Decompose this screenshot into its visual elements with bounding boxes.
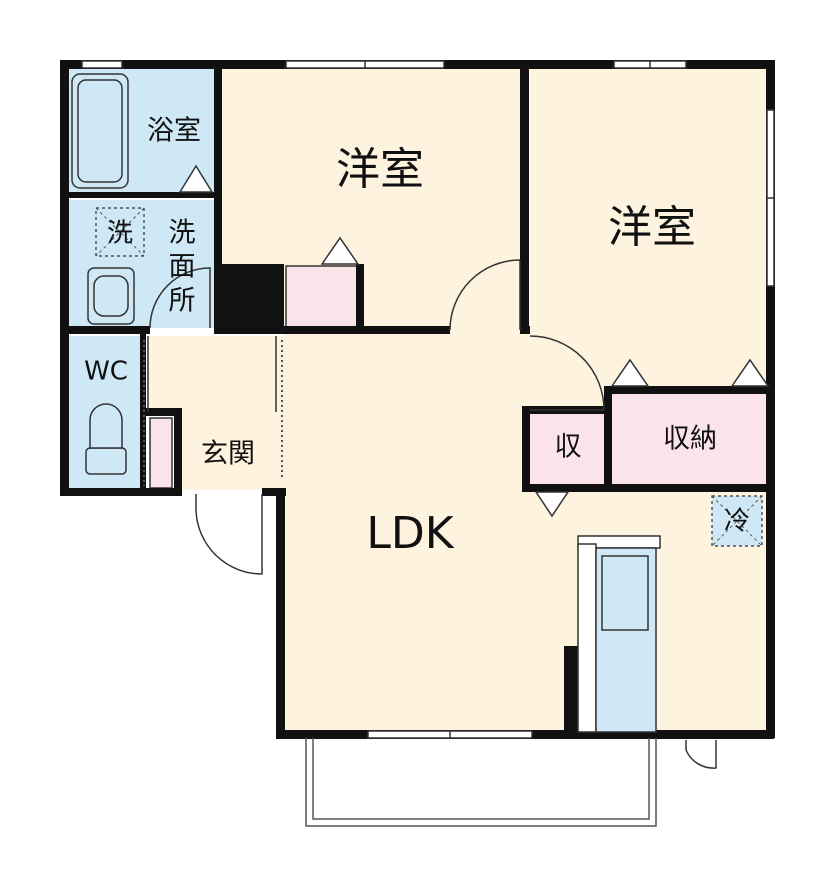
wall-entrance-top — [146, 408, 182, 416]
room-labels: 浴室 洗 洗 面 所 WC 玄関 洋室 洋室 収 収納 LDK 冷 — [84, 116, 750, 560]
wall-storage-bottom — [522, 484, 774, 492]
fridge-space-label: 冷 — [724, 507, 750, 537]
entrance-label: 玄関 — [201, 439, 255, 470]
washroom-label-line-2: 面 — [169, 252, 196, 283]
kitchen-cabinet — [577, 543, 597, 733]
entrance-floor — [178, 412, 282, 490]
washroom-label-line-1: 洗 — [169, 218, 196, 249]
wall-bottom-entrance — [60, 488, 178, 496]
closet-label: 収納 — [663, 424, 717, 455]
western-room-2-label: 洋室 — [608, 202, 696, 253]
wall-bottom-entrance-2 — [262, 488, 286, 496]
western-room-1-label: 洋室 — [336, 144, 424, 195]
wall-closet-room1-right — [356, 264, 364, 330]
shoe-cupboard — [149, 417, 173, 489]
wall-storage-left — [522, 406, 530, 490]
storage-small-floor — [530, 412, 606, 484]
bathroom-label: 浴室 — [147, 116, 201, 147]
window-bath — [81, 60, 123, 69]
wall-room1-bottom — [214, 326, 450, 334]
wall-closet-top — [604, 386, 774, 394]
washroom-label-line-3: 所 — [169, 286, 196, 317]
wall-bath-wash — [60, 192, 220, 198]
ldk-label: LDK — [366, 508, 454, 559]
room1-closet — [285, 265, 359, 329]
hall-connector-floor — [522, 330, 612, 410]
wall-bath-right — [214, 60, 222, 332]
closet-door-marks — [178, 164, 770, 518]
closet-floor — [612, 392, 770, 484]
column-1 — [218, 264, 284, 330]
bathtub — [71, 73, 129, 189]
fixtures — [71, 73, 763, 733]
wall-left — [60, 60, 69, 496]
toilet-label: WC — [84, 357, 128, 387]
sliding-partitions — [143, 340, 283, 486]
wall-room1-room2 — [520, 60, 529, 334]
washer-space-label: 洗 — [107, 219, 133, 249]
floor-fills — [68, 68, 772, 730]
doors — [147, 259, 717, 769]
wall-wash-bottom — [60, 326, 150, 334]
toilet-fixture — [85, 447, 127, 475]
windows — [81, 60, 775, 739]
fridge-space — [711, 495, 763, 547]
balcony — [305, 738, 657, 827]
wall-storage-mid — [604, 386, 612, 490]
hallway-floor — [148, 336, 282, 412]
wall-ldk-left — [276, 488, 285, 738]
wall-entrance-left — [174, 408, 182, 496]
wall-right — [766, 60, 775, 738]
kitchen-sink — [601, 555, 649, 631]
washbasin — [87, 267, 135, 325]
storage-small-label: 収 — [555, 432, 582, 463]
